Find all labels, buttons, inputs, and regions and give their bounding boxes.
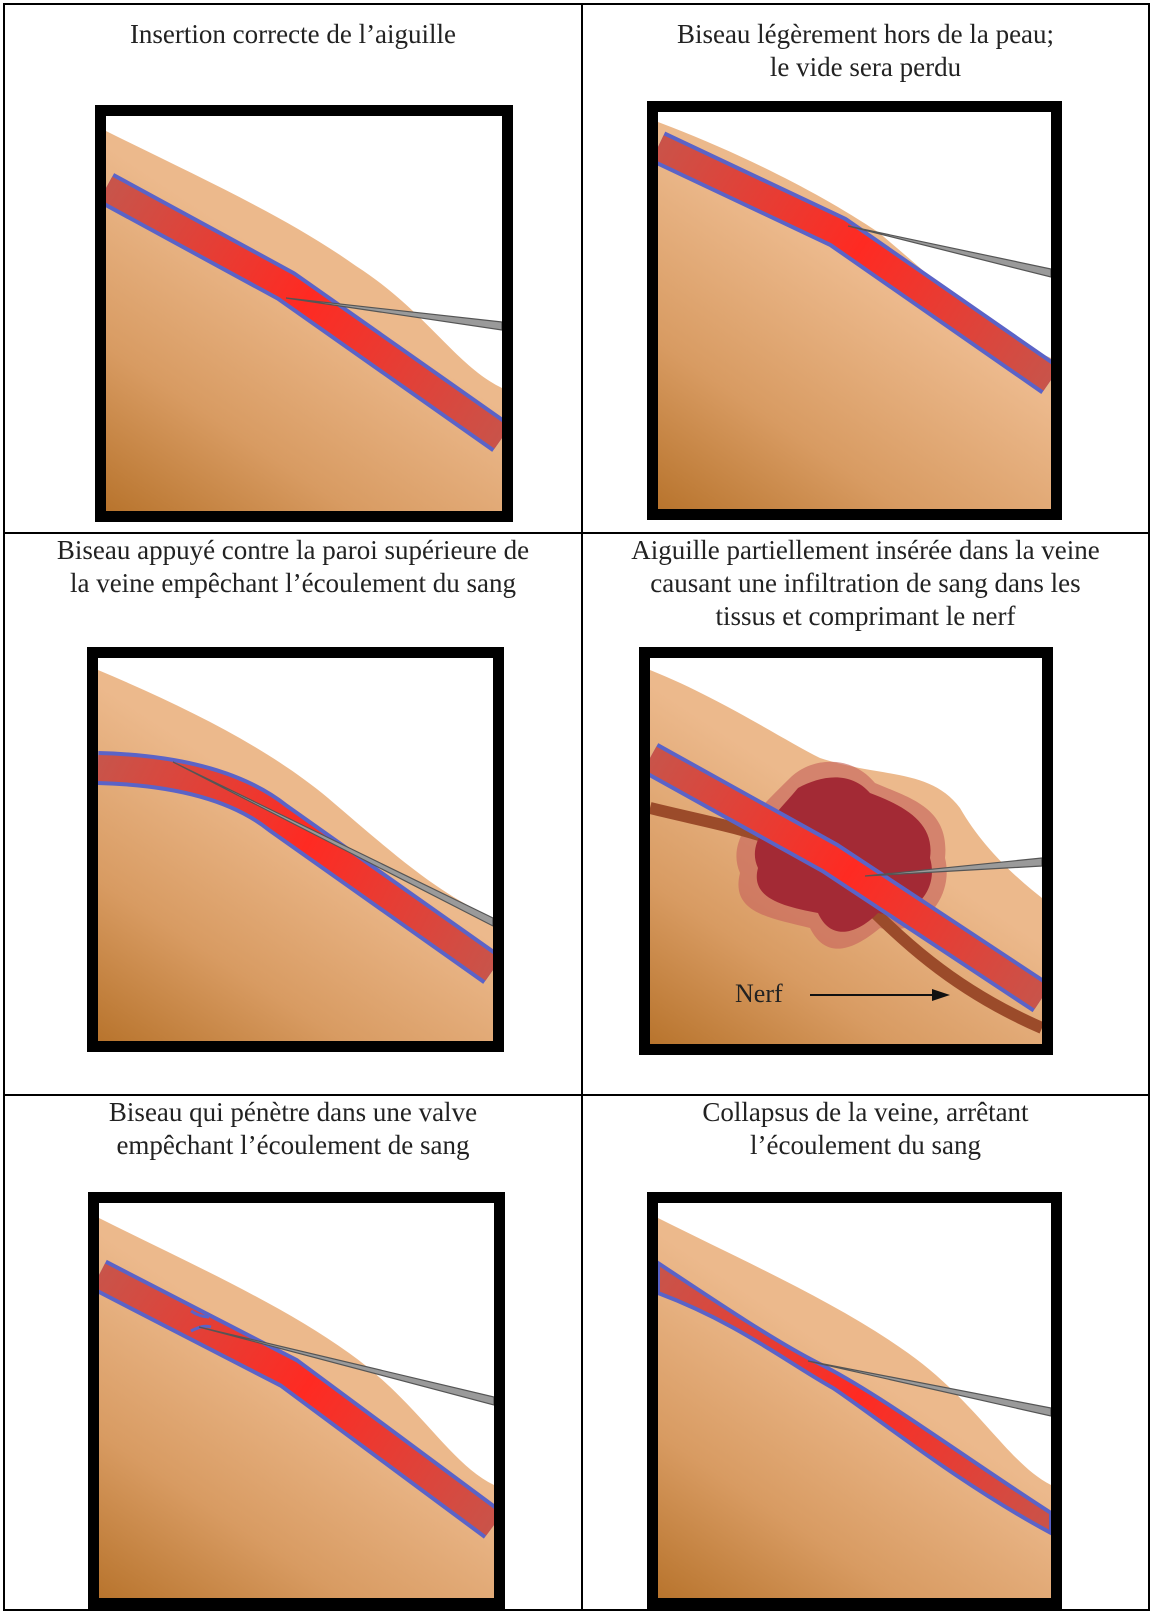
cell-bevel-against-wall: Biseau appuyé contre la paroi supérieure… (5, 534, 581, 1094)
caption-line: tissus et comprimant le nerf (583, 600, 1148, 633)
illustration-vein-collapse (658, 1203, 1051, 1598)
cell-correct-insertion: Insertion correcte de l’aiguille (5, 5, 581, 532)
illustration-bevel-out-of-skin (658, 112, 1051, 509)
cell-bevel-out-of-skin: Biseau légèrement hors de la peau; le vi… (583, 5, 1148, 532)
caption: Biseau appuyé contre la paroi supérieure… (5, 534, 581, 600)
illustration-bevel-in-valve (99, 1203, 494, 1598)
table-border-right (1148, 3, 1150, 1611)
caption-line: causant une infiltration de sang dans le… (583, 567, 1148, 600)
caption-line: l’écoulement du sang (583, 1129, 1148, 1162)
illustration-partial-insertion-infiltration: Nerf (650, 658, 1042, 1044)
cell-partial-insertion-infiltration: Aiguille partiellement insérée dans la v… (583, 534, 1148, 1094)
caption-line: Biseau légèrement hors de la peau; (583, 18, 1148, 51)
caption-line: empêchant l’écoulement de sang (5, 1129, 581, 1162)
table-border-bottom (3, 1609, 1150, 1611)
caption: Biseau qui pénètre dans une valve empêch… (5, 1096, 581, 1162)
caption-line: Biseau qui pénètre dans une valve (5, 1096, 581, 1129)
illustration-correct-insertion (106, 116, 502, 511)
illustration-frame (88, 1192, 505, 1609)
illustration-frame (95, 105, 513, 522)
caption: Insertion correcte de l’aiguille (5, 18, 581, 51)
illustration-bevel-against-wall (98, 658, 493, 1041)
caption: Aiguille partiellement insérée dans la v… (583, 534, 1148, 633)
cell-bevel-in-valve: Biseau qui pénètre dans une valve empêch… (5, 1096, 581, 1609)
caption-line: le vide sera perdu (583, 51, 1148, 84)
caption: Biseau légèrement hors de la peau; le vi… (583, 18, 1148, 84)
caption-line: la veine empêchant l’écoulement du sang (5, 567, 581, 600)
caption-line: Insertion correcte de l’aiguille (5, 18, 581, 51)
caption-line: Aiguille partiellement insérée dans la v… (583, 534, 1148, 567)
illustration-frame (647, 101, 1062, 520)
caption-line: Biseau appuyé contre la paroi supérieure… (5, 534, 581, 567)
illustration-frame (87, 647, 504, 1052)
caption: Collapsus de la veine, arrêtant l’écoule… (583, 1096, 1148, 1162)
nerve-label: Nerf (735, 979, 783, 1008)
illustration-frame (647, 1192, 1062, 1609)
caption-line: Collapsus de la veine, arrêtant (583, 1096, 1148, 1129)
illustration-frame: Nerf (639, 647, 1053, 1055)
cell-vein-collapse: Collapsus de la veine, arrêtant l’écoule… (583, 1096, 1148, 1609)
